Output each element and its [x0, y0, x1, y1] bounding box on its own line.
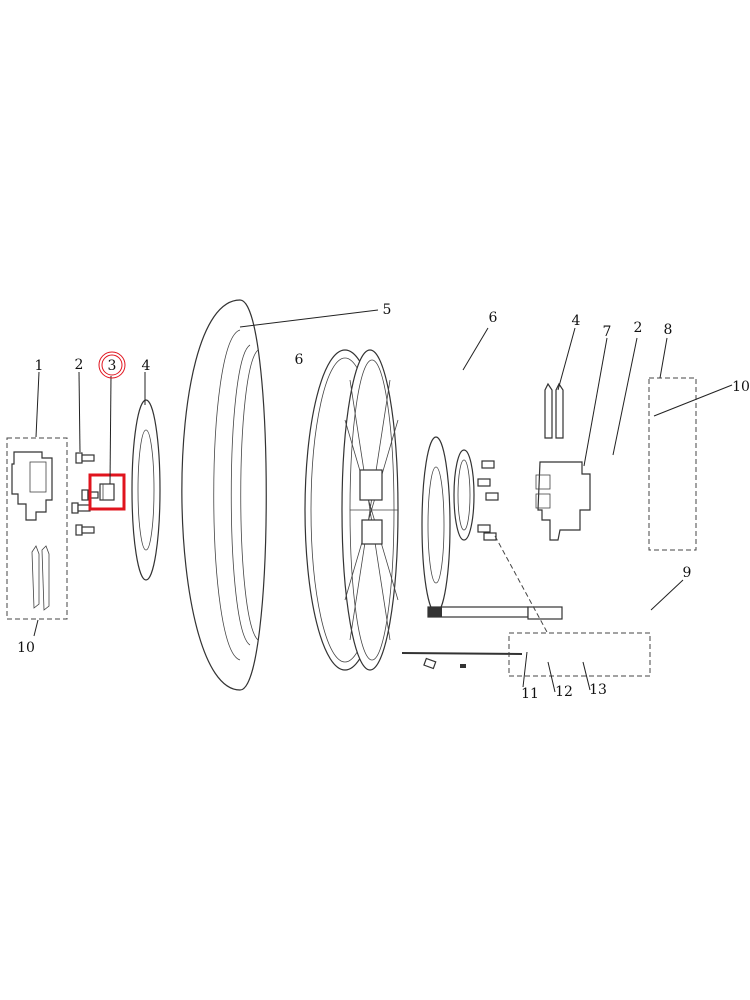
callout-4-left: 4: [142, 358, 151, 374]
bolts-right[interactable]: [477, 460, 499, 541]
callout-8: 8: [664, 322, 673, 338]
highlight-circle-outer: [98, 351, 126, 379]
brake-disc-left[interactable]: [131, 399, 161, 581]
highlight-circle-inner: [101, 354, 123, 376]
callout-3[interactable]: 3: [108, 358, 117, 374]
caliper-assembly-left[interactable]: [6, 437, 68, 620]
callout-13: 13: [589, 682, 607, 698]
axle-small-parts[interactable]: [401, 652, 523, 670]
callout-2-right: 2: [634, 320, 643, 336]
wheel[interactable]: [304, 349, 399, 671]
disc-adapter-ring[interactable]: [453, 449, 475, 541]
callout-7: 7: [603, 324, 612, 340]
spacer-part-3[interactable]: [88, 473, 126, 511]
callout-10-right: 10: [732, 379, 750, 395]
brake-disc-right[interactable]: [421, 436, 451, 614]
front-axle[interactable]: [427, 606, 563, 620]
caliper-right[interactable]: [535, 461, 591, 541]
bolts-left[interactable]: [71, 452, 99, 536]
leader-lines: [33, 309, 733, 693]
pad-kit-box: [648, 377, 697, 551]
callout-11: 11: [521, 686, 539, 702]
callout-1: 1: [35, 358, 44, 374]
axle-kit-box: [508, 632, 651, 677]
callout-10-left: 10: [17, 640, 35, 656]
callout-6-wheel: 6: [295, 352, 304, 368]
callout-12: 12: [555, 684, 573, 700]
callout-2-left: 2: [75, 357, 84, 373]
tire[interactable]: [181, 299, 267, 691]
callout-6-right: 6: [489, 310, 498, 326]
brake-pads-right[interactable]: [544, 382, 564, 439]
callout-4-right: 4: [572, 313, 581, 329]
callout-5: 5: [383, 302, 392, 318]
callout-9: 9: [683, 565, 692, 581]
